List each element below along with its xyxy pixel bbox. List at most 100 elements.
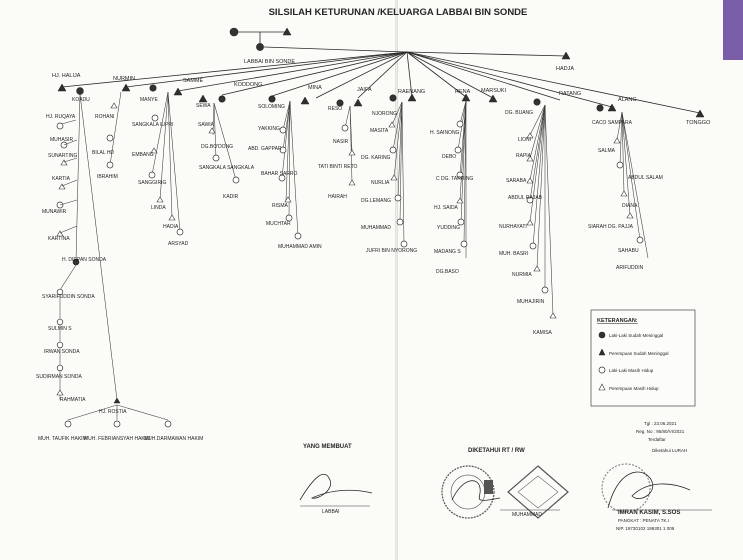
lurah-name: IMRAN KASIM, S.SOS	[618, 510, 680, 516]
root-spouse-line	[263, 46, 408, 53]
rtrw-name: MUHAMMAD	[512, 512, 542, 518]
note-line-2: Reg. No : 95/80/VI/2021	[636, 429, 685, 434]
hadja-name: HADJA	[556, 66, 574, 72]
svg-text:KADIR: KADIR	[223, 194, 239, 200]
svg-text:LIONI: LIONI	[518, 137, 531, 143]
svg-text:JUFRI BIN NYORONG: JUFRI BIN NYORONG	[366, 248, 417, 254]
alang-name: ALANG	[618, 97, 637, 103]
svg-text:YUDDING: YUDDING	[437, 225, 460, 231]
svg-text:C DG. TARRING: C DG. TARRING	[436, 176, 473, 182]
svg-text:MANYE: MANYE	[140, 97, 158, 103]
signature-area: YANG MEMBUAT LABBAI DIKETAHUI RT / RW MU…	[299, 421, 712, 531]
root-father-symbol	[229, 27, 239, 37]
svg-text:TATI BINTI RETO: TATI BINTI RETO	[318, 164, 358, 170]
tonggo-symbol	[695, 109, 705, 118]
svg-text:BILAL HD: BILAL HD	[92, 150, 114, 156]
svg-text:MUHASIR: MUHASIR	[50, 137, 73, 143]
svg-text:SULMIN S: SULMIN S	[48, 326, 72, 332]
svg-text:MUH. TAUFIK HAKIM: MUH. TAUFIK HAKIM	[38, 436, 87, 442]
svg-text:RESO: RESO	[328, 106, 342, 112]
svg-text:H. DIRPAN SONDA: H. DIRPAN SONDA	[62, 257, 107, 263]
svg-text:SAHABU: SAHABU	[618, 248, 639, 254]
note-line-1: Tgl : 23.06.2021	[644, 421, 677, 426]
ratang-name: RATANG	[559, 91, 581, 97]
rena-branch: H. SAINONG DEBO C DG. TARRING HJ. SAIDA …	[430, 93, 473, 275]
svg-text:NURHAYATI: NURHAYATI	[499, 224, 527, 230]
legend-item-1: Laki-Laki Sudah Meninggal	[609, 333, 663, 338]
svg-text:DEBO: DEBO	[442, 154, 456, 160]
labbai-name: LABBAI BIN SONDE	[244, 59, 295, 65]
svg-text:LINDA: LINDA	[151, 205, 166, 211]
svg-text:KAMISA: KAMISA	[533, 330, 553, 336]
halija-symbol	[57, 83, 67, 92]
svg-text:EMBANG: EMBANG	[132, 152, 154, 158]
rtrw-label: DIKETAHUI RT / RW	[468, 448, 525, 454]
svg-text:HJ. SAIDA: HJ. SAIDA	[434, 205, 459, 211]
maker-name: LABBAI	[322, 509, 340, 515]
koddong-name: KODDONG	[234, 82, 262, 88]
svg-text:SALMA: SALMA	[598, 148, 616, 154]
legend-item-3: Laki-Laki Masih Hidup	[609, 368, 654, 373]
svg-text:MUCHTAR: MUCHTAR	[266, 221, 291, 227]
svg-text:RAPIA: RAPIA	[516, 153, 532, 159]
labbai-symbol	[256, 43, 264, 51]
legend: KETERANGAN: Laki-Laki Sudah Meninggal Pe…	[590, 309, 696, 407]
svg-text:SUNARTING: SUNARTING	[48, 153, 77, 159]
maker-label: YANG MEMBUAT	[303, 444, 352, 450]
svg-text:IBRAHIM: IBRAHIM	[97, 174, 118, 180]
alang-branch: CACO SAMPARA SALMA ABDUL SALAM DIANA SIA…	[588, 103, 663, 271]
reso-branch: RESO NASIR TATI BINTI RETO HAIRAH	[318, 98, 363, 200]
root-children-connectors	[61, 51, 701, 114]
svg-text:DG.BO'DONG: DG.BO'DONG	[201, 144, 233, 150]
root-mother-symbol	[282, 27, 292, 36]
svg-text:ROHANI: ROHANI	[95, 114, 114, 120]
nurmin-name: NURMIN	[113, 76, 135, 82]
svg-text:SIARAH DG. PAJJA: SIARAH DG. PAJJA	[588, 224, 634, 230]
hadja-symbol	[561, 51, 571, 60]
svg-text:MADANG S: MADANG S	[434, 249, 461, 255]
svg-text:DG. BUANG: DG. BUANG	[505, 110, 533, 116]
lurah-nip: NIP. 19730102 199301 1 009	[616, 526, 675, 531]
svg-text:HAIRAH: HAIRAH	[328, 194, 347, 200]
legend-item-2: Perempuan Sudah Meninggal	[609, 351, 669, 356]
lurah-label: Diketahui LURAH	[652, 448, 687, 453]
svg-text:NURLIA: NURLIA	[371, 180, 390, 186]
svg-text:MUH. BASRI: MUH. BASRI	[499, 251, 528, 257]
paper-fold	[395, 0, 398, 560]
background-corner	[723, 0, 743, 60]
svg-text:MUHAMMAD AMIN: MUHAMMAD AMIN	[278, 244, 322, 250]
lurah-rank: PANGKAT : PENATA TK.I	[618, 518, 669, 523]
svg-text:BAHAR SARRO: BAHAR SARRO	[261, 171, 298, 177]
jaifa-name: JAIFA	[357, 87, 372, 93]
svg-text:SOLOMING: SOLOMING	[258, 104, 285, 110]
svg-text:MUH. FEBRIANSYAH HAKIM: MUH. FEBRIANSYAH HAKIM	[84, 436, 150, 442]
samme-branch: MANYE SANGKALA IUPRI EMBANG SANGGIRIG LI…	[132, 84, 189, 247]
svg-text:NASIR: NASIR	[333, 139, 349, 145]
svg-text:ARIFUDDIN: ARIFUDDIN	[616, 265, 644, 271]
raenang-name: RAENANG	[398, 89, 425, 95]
svg-text:DG.LEMANG: DG.LEMANG	[361, 198, 391, 204]
document-title: SILSILAH KETURUNAN /KELUARGA LABBAI BIN …	[269, 7, 528, 18]
svg-text:KOADU: KOADU	[72, 97, 90, 103]
svg-text:MUH.DARMAWAN HAKIM: MUH.DARMAWAN HAKIM	[144, 436, 203, 442]
svg-text:MUNAWIR: MUNAWIR	[42, 209, 67, 215]
svg-text:SEWA: SEWA	[196, 103, 211, 109]
svg-text:RAHMATIA: RAHMATIA	[60, 397, 86, 403]
svg-text:ABDUL SALAM: ABDUL SALAM	[628, 175, 663, 181]
svg-text:KARTINA: KARTINA	[48, 236, 70, 242]
svg-text:H. SAINONG: H. SAINONG	[430, 130, 460, 136]
svg-text:SARABA: SARABA	[506, 178, 527, 184]
legend-title: KETERANGAN:	[597, 318, 638, 324]
svg-text:SANGKALA SANGKALA: SANGKALA SANGKALA	[199, 165, 255, 171]
svg-text:HJ. ROSTIA: HJ. ROSTIA	[99, 409, 127, 415]
svg-text:HJ. RUQAYA: HJ. RUQAYA	[46, 114, 76, 120]
svg-text:DIANA: DIANA	[622, 203, 638, 209]
svg-text:ABD. GAPPAR: ABD. GAPPAR	[248, 146, 282, 152]
halija-name: HJ. HALIJA	[52, 73, 81, 79]
note-line-3: Terdaftar	[648, 437, 666, 442]
koddong-branch: SEWA SAWIA DG.BO'DONG SANGKALA SANGKALA …	[196, 94, 255, 200]
svg-text:MUHAMMAD: MUHAMMAD	[361, 225, 391, 231]
rena-name: RENA	[455, 89, 471, 95]
